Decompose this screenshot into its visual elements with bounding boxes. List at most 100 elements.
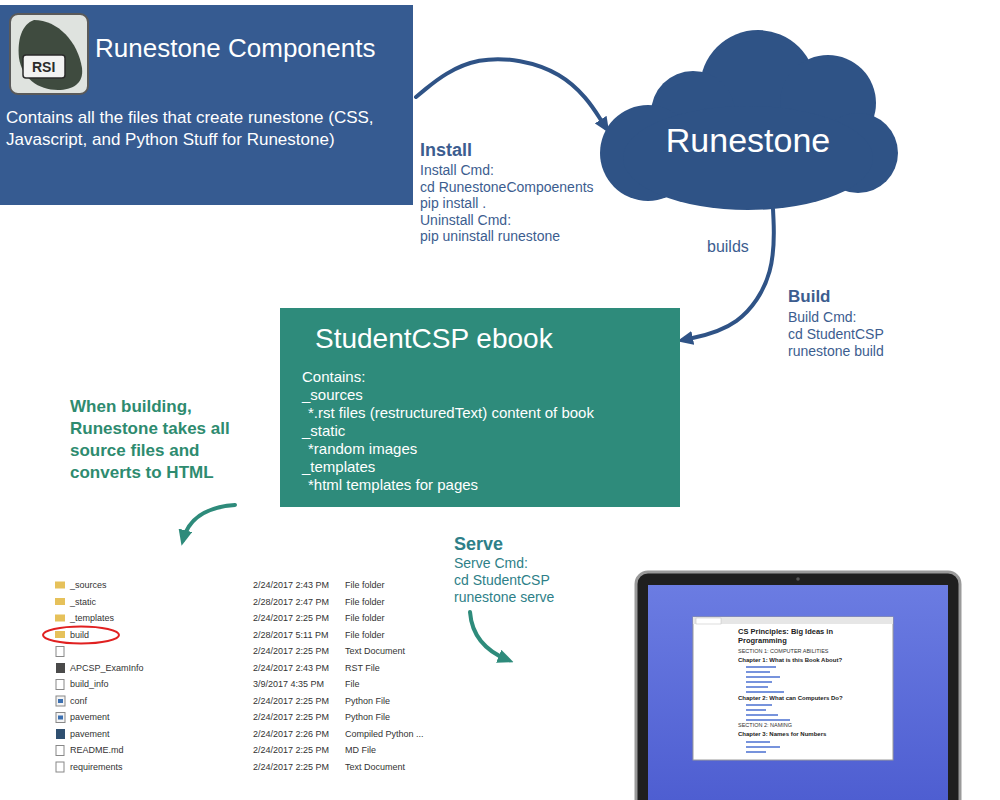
- label-anchor: Compiled Python ...: [345, 729, 424, 740]
- chapter-heading: Chapter 3: Names for Numbers: [738, 730, 826, 738]
- label-anchor: Text Document: [345, 762, 405, 773]
- label-anchor: CS Principles: Big Ideas in Programming: [738, 627, 838, 645]
- file-name: _static: [70, 597, 96, 608]
- file-icon: [56, 663, 65, 673]
- file-date: 2/24/2017 2:25 PM: [253, 696, 329, 707]
- python-icon-mark: [58, 716, 63, 720]
- runestone-cloud: Runestone: [598, 28, 898, 213]
- label-anchor: build_info: [70, 679, 109, 690]
- file-name: build_info: [70, 679, 109, 690]
- label-anchor: runestone serve: [454, 589, 554, 606]
- file-type: Python File: [345, 712, 390, 723]
- label-anchor: When building, Runestone takes all sourc…: [70, 396, 260, 484]
- toc-link: [746, 709, 766, 711]
- label-anchor: 2/24/2017 2:26 PM: [253, 729, 329, 740]
- command-text: runestone serve: [454, 589, 554, 606]
- file-type: File folder: [345, 597, 385, 608]
- step-heading: Serve: [454, 533, 503, 555]
- file-date: 2/24/2017 2:25 PM: [253, 646, 329, 657]
- folder-icon: [55, 631, 65, 638]
- label-anchor: Serve Cmd:: [454, 555, 528, 572]
- file-name: README.md: [70, 745, 124, 756]
- serve-arrow: [470, 612, 508, 660]
- laptop-screen: [648, 585, 948, 800]
- file-icon: [56, 746, 64, 756]
- label-anchor: 2/28/2017 5:11 PM: [253, 630, 328, 641]
- folder-icon: [55, 598, 65, 605]
- folder-icon: [55, 582, 65, 589]
- toc-link: [746, 691, 784, 693]
- command-text: Uninstall Cmd:: [420, 212, 511, 229]
- folder-icon: [55, 615, 65, 622]
- label-anchor: 2/24/2017 2:25 PM: [253, 696, 329, 707]
- label-anchor: 2/24/2017 2:25 PM: [253, 762, 329, 773]
- file-date: 2/24/2017 2:26 PM: [253, 729, 329, 740]
- chapter-heading: Chapter 1: What is this Book About?: [738, 656, 842, 664]
- command-text: pip install .: [420, 195, 486, 212]
- box-text: *.rst files (restructuredText) content o…: [302, 404, 658, 422]
- label-anchor: Text Document: [345, 646, 405, 657]
- command-text: Serve Cmd:: [454, 555, 528, 572]
- label-anchor: File: [345, 679, 360, 690]
- python-icon-mark: [58, 699, 63, 703]
- laptop-illustration: [636, 572, 960, 800]
- toc-link: [746, 686, 768, 688]
- build-output-arrow: [183, 505, 235, 540]
- box-text: *html templates for pages: [302, 476, 658, 494]
- label-anchor: cd StudentCSP: [788, 326, 884, 343]
- label-anchor: APCSP_ExamInfo: [70, 663, 144, 674]
- command-text: cd StudentCSP: [454, 572, 550, 589]
- file-type: Python File: [345, 696, 390, 707]
- toc-link: [746, 741, 770, 743]
- label-anchor: conf: [70, 696, 87, 707]
- command-text: runestone build: [788, 343, 884, 360]
- label-anchor: Chapter 1: What is this Book About?: [738, 656, 842, 664]
- toc-link: [746, 751, 766, 753]
- logo-shape: [19, 20, 83, 90]
- file-type: File: [345, 679, 360, 690]
- logo-frame: [10, 14, 88, 94]
- flow-arrow: [416, 59, 606, 128]
- label-anchor: SECTION 1: COMPUTER ABILITIES: [738, 648, 828, 655]
- label-anchor: File folder: [345, 597, 385, 608]
- file-icon: [56, 647, 64, 657]
- file-date: 2/24/2017 2:25 PM: [253, 745, 329, 756]
- label-anchor: cd StudentCSP: [454, 572, 550, 589]
- file-name: APCSP_ExamInfo: [70, 663, 144, 674]
- label-anchor: Build: [788, 287, 831, 307]
- browser-tab: [696, 618, 721, 624]
- label-anchor: pip install .: [420, 195, 486, 212]
- command-text: cd StudentCSP: [788, 326, 884, 343]
- file-name: conf: [70, 696, 87, 707]
- file-date: 2/28/2017 5:11 PM: [253, 630, 328, 641]
- python-icon: [56, 696, 65, 706]
- label-anchor: Python File: [345, 696, 390, 707]
- file-type: Text Document: [345, 646, 405, 657]
- file-name: pavement: [70, 712, 110, 723]
- file-name: pavement: [70, 729, 110, 740]
- label-anchor: 2/24/2017 2:43 PM: [253, 663, 329, 674]
- box-text: _sources: [302, 386, 658, 404]
- command-text: pip uninstall runestone: [420, 228, 560, 245]
- label-anchor: Build Cmd:: [788, 309, 856, 326]
- file-type: File folder: [345, 630, 385, 641]
- label-anchor: requirements: [70, 762, 123, 773]
- note-text: When building, Runestone takes all sourc…: [70, 396, 260, 484]
- file-icon: [56, 762, 64, 772]
- toc-links: [746, 667, 790, 752]
- laptop-camera: [796, 577, 800, 581]
- browser-titlebar: [693, 617, 893, 624]
- label-anchor: File folder: [345, 630, 385, 641]
- label-anchor: pavement: [70, 729, 110, 740]
- label-anchor: Serve: [454, 533, 503, 555]
- file-date: 2/24/2017 2:43 PM: [253, 580, 329, 591]
- label-anchor: File folder: [345, 613, 385, 624]
- ebook-box: StudentCSP ebookContains:_sources*.rst f…: [280, 308, 680, 507]
- label-anchor: README.md: [70, 745, 124, 756]
- label-anchor: Uninstall Cmd:: [420, 212, 511, 229]
- file-date: 2/24/2017 2:25 PM: [253, 762, 329, 773]
- label-anchor: _sources: [70, 580, 107, 591]
- label-anchor: _static: [70, 597, 96, 608]
- box-text: *random images: [302, 440, 658, 458]
- section-heading: SECTION 2: NAMING: [738, 722, 792, 729]
